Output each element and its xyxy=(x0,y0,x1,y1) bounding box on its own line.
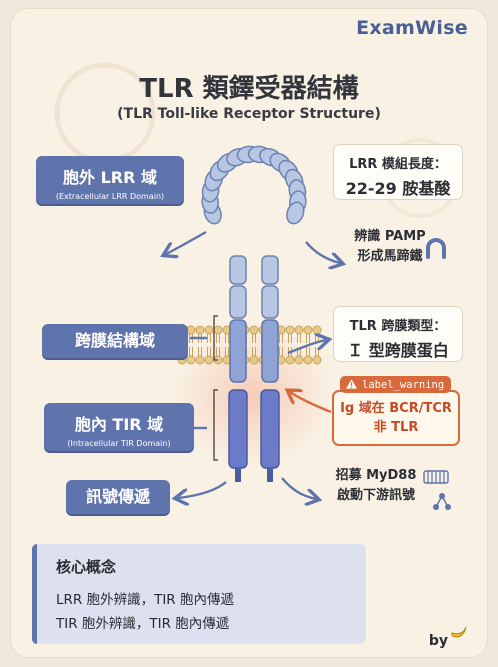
note-pamp-line1: 辨識 PAMP xyxy=(354,229,426,244)
arrow-pamp xyxy=(305,241,340,263)
lipid-head xyxy=(204,355,214,365)
lipid-tail xyxy=(297,334,301,343)
lipid-head xyxy=(249,325,259,335)
infographic-card: ExamWise TLR 類鐸受器結構 (TLR Toll-like Recep… xyxy=(10,8,488,658)
tir-bracket xyxy=(213,389,218,461)
note-lrr-length-line1: LRR 模組長度： xyxy=(349,157,447,172)
label-intracellular-sub: (Intracellular TIR Domain) xyxy=(67,439,171,448)
page-title: TLR 類鐸受器結構 xyxy=(139,74,359,104)
note-lrr-length: LRR 模組長度： 22-29 胺基酸 xyxy=(333,144,463,200)
horseshoe-icon xyxy=(426,238,446,259)
warning-icon xyxy=(345,379,358,389)
concept-line-2: TIR 胞外辨識，TIR 胞內傳遞 xyxy=(56,616,230,632)
lipid-tail xyxy=(252,334,256,343)
label-intracellular-main: 胞內 TIR 域 xyxy=(74,415,164,434)
arrow-warning xyxy=(290,392,332,414)
lipid-head xyxy=(294,325,304,335)
left-stem xyxy=(228,255,248,482)
lipid-head xyxy=(249,355,259,365)
concept-box: 核心概念 LRR 胞外辨識，TIR 胞內傳遞 TIR 胞外辨識，TIR 胞內傳遞 xyxy=(32,544,366,644)
lipid-head xyxy=(285,325,295,335)
note-tlr-type-line2: Ｉ 型跨膜蛋白 xyxy=(347,341,449,360)
lipid-tail xyxy=(252,347,256,356)
arrow-signaling xyxy=(178,481,227,498)
receptor-diagram xyxy=(54,62,467,638)
concept-accent-bar xyxy=(32,544,37,644)
label-signaling: 訊號傳遞 xyxy=(66,480,170,514)
lrr-segment xyxy=(286,201,305,225)
lipid-tail xyxy=(216,334,220,343)
note-pamp-line2: 形成馬蹄鐵 xyxy=(357,249,423,264)
lipid-tail xyxy=(225,347,229,356)
lipid-head xyxy=(195,355,205,365)
lipid-tail xyxy=(288,334,292,343)
label-transmembrane-main: 跨膜結構域 xyxy=(74,331,155,350)
arrow-lrr xyxy=(166,230,207,254)
byline: by xyxy=(428,633,448,649)
lipid-head xyxy=(285,355,295,365)
lipid-tail xyxy=(207,334,211,343)
lipid-tail xyxy=(198,347,202,356)
lipid-head xyxy=(195,325,205,335)
arrow-myd88 xyxy=(281,477,316,499)
lipid-tail xyxy=(279,334,283,343)
lipid-head xyxy=(303,325,313,335)
note-warning-line1: Ig 域在 BCR/TCR xyxy=(340,401,452,416)
right-stem xyxy=(260,255,280,482)
page-subtitle: (TLR Toll-like Receptor Structure) xyxy=(117,106,381,122)
brand-logo: ExamWise xyxy=(356,17,468,39)
concept-line-1: LRR 胞外辨識，TIR 胞內傳遞 xyxy=(56,592,234,608)
lipid-tail xyxy=(306,347,310,356)
label-extracellular-sub: (Extracellular LRR Domain) xyxy=(55,192,165,201)
lipid-head xyxy=(303,355,313,365)
lipid-tail xyxy=(306,334,310,343)
note-myd88: 招募 MyD88 啟動下游訊號 xyxy=(326,466,426,506)
note-myd88-line1: 招募 MyD88 xyxy=(335,468,417,483)
lrr-horseshoe xyxy=(201,145,307,225)
lipid-head xyxy=(204,325,214,335)
label-extracellular-main: 胞外 LRR 域 xyxy=(63,168,157,187)
note-pamp: 辨識 PAMP 形成馬蹄鐵 xyxy=(340,227,440,267)
network-icon xyxy=(433,493,451,510)
lipid-head xyxy=(312,355,322,365)
warning-tag-text: label_warning xyxy=(362,379,445,391)
concept-title: 核心概念 xyxy=(56,558,117,576)
lipid-tail xyxy=(279,347,283,356)
note-warning-line2: 非 TLR xyxy=(373,420,419,435)
lipid-head xyxy=(312,325,322,335)
coil-icon xyxy=(423,470,449,484)
lipid-tail xyxy=(225,334,229,343)
label-signaling-main: 訊號傳遞 xyxy=(85,487,150,506)
lipid-head xyxy=(186,325,196,335)
lipid-head xyxy=(294,355,304,365)
note-tlr-type-line1: TLR 跨膜類型： xyxy=(349,319,447,334)
label-extracellular: 胞外 LRR 域 (Extracellular LRR Domain) xyxy=(36,156,184,204)
lipid-tail xyxy=(207,347,211,356)
label-intracellular: 胞內 TIR 域 (Intracellular TIR Domain) xyxy=(44,403,194,451)
label-transmembrane: 跨膜結構域 xyxy=(42,324,188,358)
note-lrr-length-line2: 22-29 胺基酸 xyxy=(345,179,451,198)
note-warning: Ig 域在 BCR/TCR 非 TLR xyxy=(332,390,460,446)
lipid-tail xyxy=(216,347,220,356)
lipid-head xyxy=(213,325,223,335)
transmembrane-bracket xyxy=(213,315,218,361)
arrow-tlr-type xyxy=(287,340,326,355)
note-myd88-line2: 啟動下游訊號 xyxy=(336,488,415,503)
banana-icon xyxy=(451,626,467,638)
lipid-head xyxy=(186,355,196,365)
warning-tag: label_warning xyxy=(340,376,452,393)
lipid-tail xyxy=(189,347,193,356)
note-tlr-type: TLR 跨膜類型： Ｉ 型跨膜蛋白 xyxy=(333,306,463,362)
